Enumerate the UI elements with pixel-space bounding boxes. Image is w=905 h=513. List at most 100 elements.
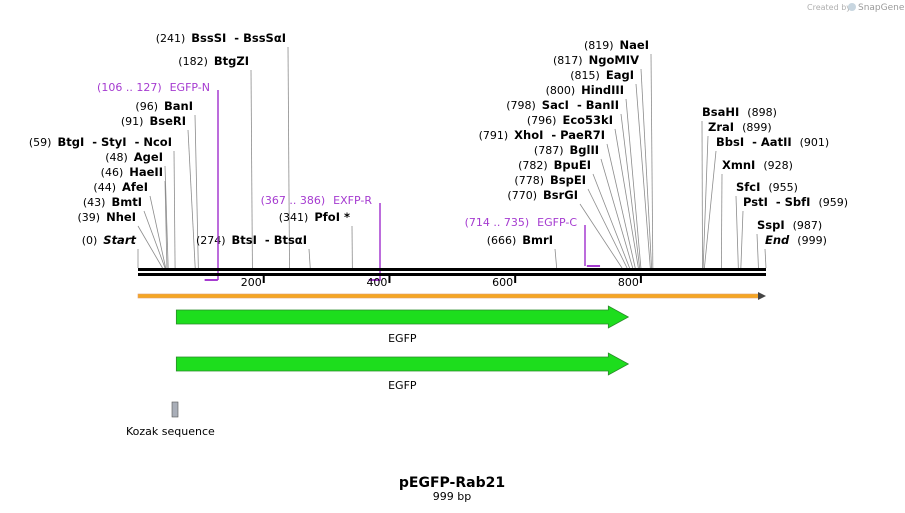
site-position: (959)	[818, 196, 848, 209]
site-position: (987)	[793, 219, 823, 232]
site-position: (274)	[196, 234, 226, 247]
site-name: PfoI *	[314, 210, 350, 224]
site-eagi: EagI (815)	[570, 68, 651, 269]
site-position: (770)	[507, 189, 537, 202]
ruler-tick-label: 400	[366, 276, 387, 289]
site-connector	[250, 69, 253, 269]
site-end: End(999)	[764, 233, 827, 269]
site-connector	[735, 195, 739, 269]
site-name: AfeI	[122, 180, 148, 194]
site-name: EagI	[606, 68, 634, 82]
site-connector	[592, 173, 630, 269]
site-connector	[635, 83, 651, 269]
site-connector	[614, 128, 639, 269]
site-name: BglII	[570, 143, 600, 157]
site-connector	[137, 225, 163, 269]
backbone-top-strand	[138, 268, 766, 271]
site-position: (819)	[584, 39, 614, 52]
site-connector	[701, 120, 703, 269]
site-name: NheI	[106, 210, 136, 224]
site-connector	[587, 188, 628, 269]
site-position: (800)	[546, 84, 576, 97]
site-xmni: XmnI (928)	[720, 158, 793, 269]
site-position: (182)	[178, 55, 208, 68]
site-name: BanI	[164, 99, 193, 113]
feature-egfp: EGFP	[175, 305, 630, 345]
primer-egfp-n: EGFP-N(106 .. 127)	[97, 81, 219, 281]
feature-kozak-sequence: Kozak sequence	[126, 401, 215, 438]
site-hindiii: HindIII (800)	[546, 83, 642, 269]
site-connector	[143, 210, 166, 269]
feature-layer: EGFP EGFP Kozak sequence	[126, 305, 630, 438]
feature-label: EGFP	[388, 332, 417, 345]
site-connector	[173, 150, 176, 269]
site-name: BtgI - StyI - NcoI	[57, 135, 172, 149]
site-position: (928)	[763, 159, 793, 172]
site-name: End	[765, 233, 790, 247]
site-zrai: ZraI (899)	[702, 120, 772, 269]
site-name: ZraI	[708, 120, 734, 134]
site-connector	[702, 135, 709, 269]
plasmid-name: pEGFP-Rab21	[399, 475, 505, 491]
site-position: (241)	[156, 32, 186, 45]
site-connector	[600, 158, 634, 269]
direction-arrow-bar	[137, 293, 761, 299]
site-name: BpuEI	[554, 158, 591, 172]
site-position: (46)	[101, 166, 124, 179]
site-position: (341)	[279, 211, 309, 224]
site-connector	[720, 173, 723, 269]
site-connector	[703, 150, 717, 269]
site-position: (815)	[570, 69, 600, 82]
site-connector	[287, 46, 290, 269]
site-ngomiv: NgoMIV(817)	[553, 53, 652, 269]
feature-arrow	[175, 305, 630, 329]
site-btgzi: BtgZI(182)	[178, 54, 253, 269]
site-name: XmnI	[722, 158, 755, 172]
site-connector	[164, 165, 169, 269]
site-agei: AgeI(48)	[105, 150, 169, 269]
site-pfoi: PfoI * (341)	[279, 210, 353, 269]
site-sfci: SfcI(955)	[735, 180, 798, 269]
direction-arrow	[137, 292, 766, 300]
site-sspi: SspI(987)	[756, 218, 823, 269]
site-name: BssSI - BssSαI	[191, 31, 286, 45]
site-connector	[164, 180, 168, 269]
site-btsi-bts-i: BtsI - BtsαI(274)	[196, 233, 311, 269]
site-connector	[650, 53, 654, 269]
site-connector	[740, 210, 744, 269]
site-bmti: BmtI(43)	[83, 195, 166, 269]
site-position: (39)	[78, 211, 101, 224]
site-position: (666)	[487, 234, 517, 247]
site-position: (787)	[534, 144, 564, 157]
site-position: (796)	[527, 114, 557, 127]
site-saci-banii: SacI - BanII(798)	[506, 98, 641, 269]
site-name: BsrGI	[543, 188, 578, 202]
site-position: (59)	[29, 136, 52, 149]
primer-exfp-r: EXFP-R(367 .. 386)	[261, 194, 381, 281]
primer-egfp-c: EGFP-C(714 .. 735)	[465, 216, 601, 267]
primer-name: EXFP-R	[333, 194, 372, 207]
site-name: BsaHI	[702, 105, 739, 119]
primer-range: (714 .. 735)	[465, 216, 530, 229]
primer-layer: EGFP-N(106 .. 127) EXFP-R(367 .. 386) EGFP…	[97, 81, 601, 281]
site-start: Start(0)	[82, 233, 139, 268]
restriction-site-layer: Start(0) NheI (39)BmtI(43)AfeI (44)HaeII(46…	[29, 31, 848, 269]
site-bsrgi: BsrGI (770)	[507, 188, 623, 269]
primer-range: (106 .. 127)	[97, 81, 162, 94]
site-position: (91)	[121, 115, 144, 128]
site-position: (899)	[742, 121, 772, 134]
site-position: (955)	[768, 181, 798, 194]
site-name: BspEI	[550, 173, 586, 187]
site-bani: BanI(96)	[135, 99, 199, 269]
site-name: NaeI	[620, 38, 649, 52]
site-btgi-styi-ncoi: BtgI - StyI - NcoI (59)	[29, 135, 176, 269]
feature-label: Kozak sequence	[126, 425, 215, 438]
site-psti-sbfi: PstI - SbfI(959)	[740, 195, 848, 269]
ruler-tick-label: 600	[492, 276, 513, 289]
feature-egfp: EGFP	[175, 352, 630, 392]
site-haeii: HaeII(46)	[101, 165, 168, 269]
site-connector	[149, 195, 167, 269]
site-name: HindIII	[581, 83, 624, 97]
site-position: (44)	[93, 181, 116, 194]
